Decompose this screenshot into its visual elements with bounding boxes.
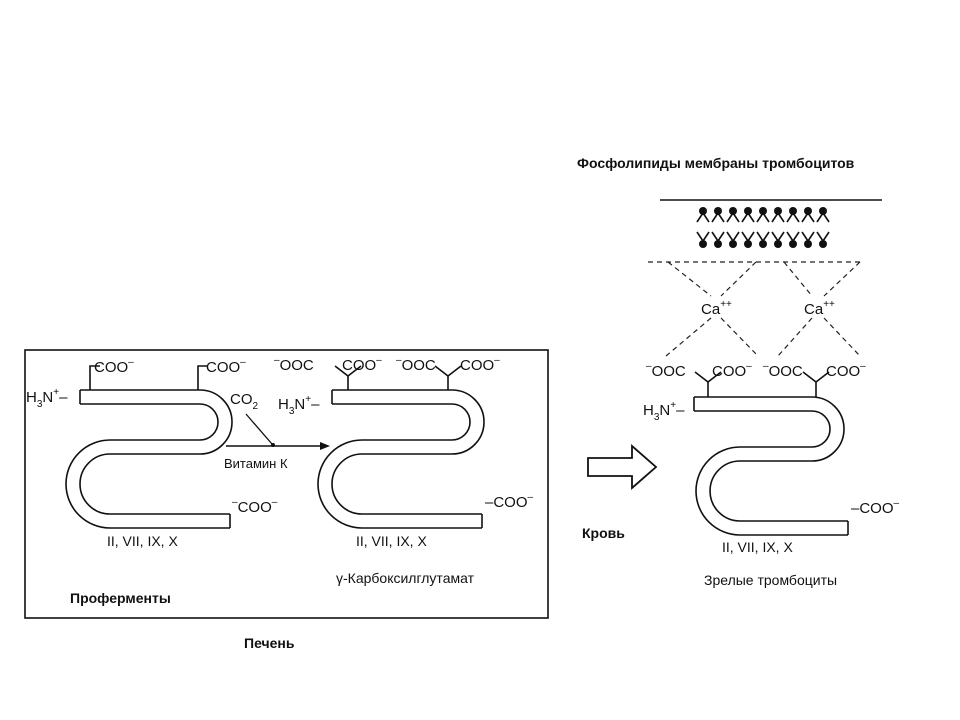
lipid-head <box>774 207 782 215</box>
lipid-head <box>789 207 797 215</box>
co2-curve <box>245 413 273 445</box>
n-terminus-label-2: H3N+– <box>278 394 320 417</box>
lipid-head <box>759 240 767 248</box>
gla-label-3a-left: –OOC <box>646 361 686 380</box>
membrane-title: Фосфолипиды мембраны тромбоцитов <box>577 155 855 171</box>
factors-label-3: II, VII, IX, X <box>722 539 793 555</box>
lipid-tail <box>711 231 725 243</box>
lipid-tail <box>801 231 815 243</box>
calcium-label-2: Ca++ <box>804 299 835 318</box>
lipid-head <box>804 240 812 248</box>
lipid-tail <box>786 211 800 223</box>
lipid-tail <box>771 211 785 223</box>
n-terminus-label-3: H3N+– <box>643 400 685 423</box>
blood-transport-arrow <box>587 444 658 490</box>
proenzymes-label: Проферменты <box>70 590 171 606</box>
calcium-bridges <box>665 261 861 357</box>
protein-chain-mature <box>693 396 849 536</box>
gla-label-2b-right: COO– <box>460 355 500 374</box>
lipid-tail <box>696 231 710 243</box>
lipid-head <box>729 207 737 215</box>
lipid-tail <box>711 211 725 223</box>
liver-label: Печень <box>244 635 295 651</box>
lipid-head <box>759 207 767 215</box>
liver-box <box>24 349 549 619</box>
reaction-arrowhead <box>320 442 330 450</box>
c-terminus-label-2: –COO– <box>485 492 534 511</box>
lipid-tail <box>786 231 800 243</box>
lipid-head <box>699 207 707 215</box>
lipid-head <box>714 207 722 215</box>
lipid-tail <box>726 211 740 223</box>
side-chain-1b <box>197 365 208 390</box>
lipid-tail <box>741 211 755 223</box>
lipid-tail <box>696 211 710 223</box>
mature-platelets-label: Зрелые тромбоциты <box>704 572 837 588</box>
protein-chain-proenzyme <box>65 389 233 529</box>
lipid-tail <box>801 211 815 223</box>
lipid-tail <box>816 211 830 223</box>
lipid-tail <box>816 231 830 243</box>
lipid-head <box>699 240 707 248</box>
lipid-head <box>819 207 827 215</box>
lipid-head <box>729 240 737 248</box>
c-terminus-label-3: –COO– <box>851 498 900 517</box>
carboxyl-label-1b: COO– <box>206 357 246 376</box>
co2-dot <box>271 443 275 447</box>
lipid-head <box>804 207 812 215</box>
lipid-head <box>714 240 722 248</box>
lipid-tail <box>726 231 740 243</box>
gla-label-2a-left: –OOC <box>274 355 314 374</box>
lipid-tail <box>756 211 770 223</box>
lipid-head <box>819 240 827 248</box>
side-chain-1a <box>89 365 100 390</box>
lipid-head <box>789 240 797 248</box>
co2-label: CO2 <box>230 391 259 412</box>
gla-branches-3 <box>694 371 830 397</box>
gla-branches-2 <box>334 365 462 390</box>
phospholipid-bilayer <box>696 207 830 248</box>
gla-label-3b-left: –OOC <box>763 361 803 380</box>
n-terminus-label-1: H3N+– <box>26 387 68 410</box>
lipid-tail <box>771 231 785 243</box>
gla-label-2a-right: COO– <box>342 355 382 374</box>
vitamin-k-label: Витамин К <box>224 456 288 471</box>
protein-chain-gla <box>317 389 485 529</box>
lipid-head <box>774 240 782 248</box>
calcium-label-1: Ca++ <box>701 299 732 318</box>
lipid-tail <box>756 231 770 243</box>
gla-label-3a-right: COO– <box>712 361 752 380</box>
lipid-head <box>744 207 752 215</box>
factors-label-1: II, VII, IX, X <box>107 533 178 549</box>
gla-caption: γ-Карбоксилглутамат <box>336 570 475 586</box>
lipid-head <box>744 240 752 248</box>
gla-label-2b-left: –OOC <box>396 355 436 374</box>
c-terminus-label-1: –COO– <box>232 497 278 516</box>
blood-label: Кровь <box>582 525 625 541</box>
factors-label-2: II, VII, IX, X <box>356 533 427 549</box>
carboxyl-label-1a: COO– <box>94 357 134 376</box>
lipid-tail <box>741 231 755 243</box>
gla-label-3b-right: COO– <box>826 361 866 380</box>
